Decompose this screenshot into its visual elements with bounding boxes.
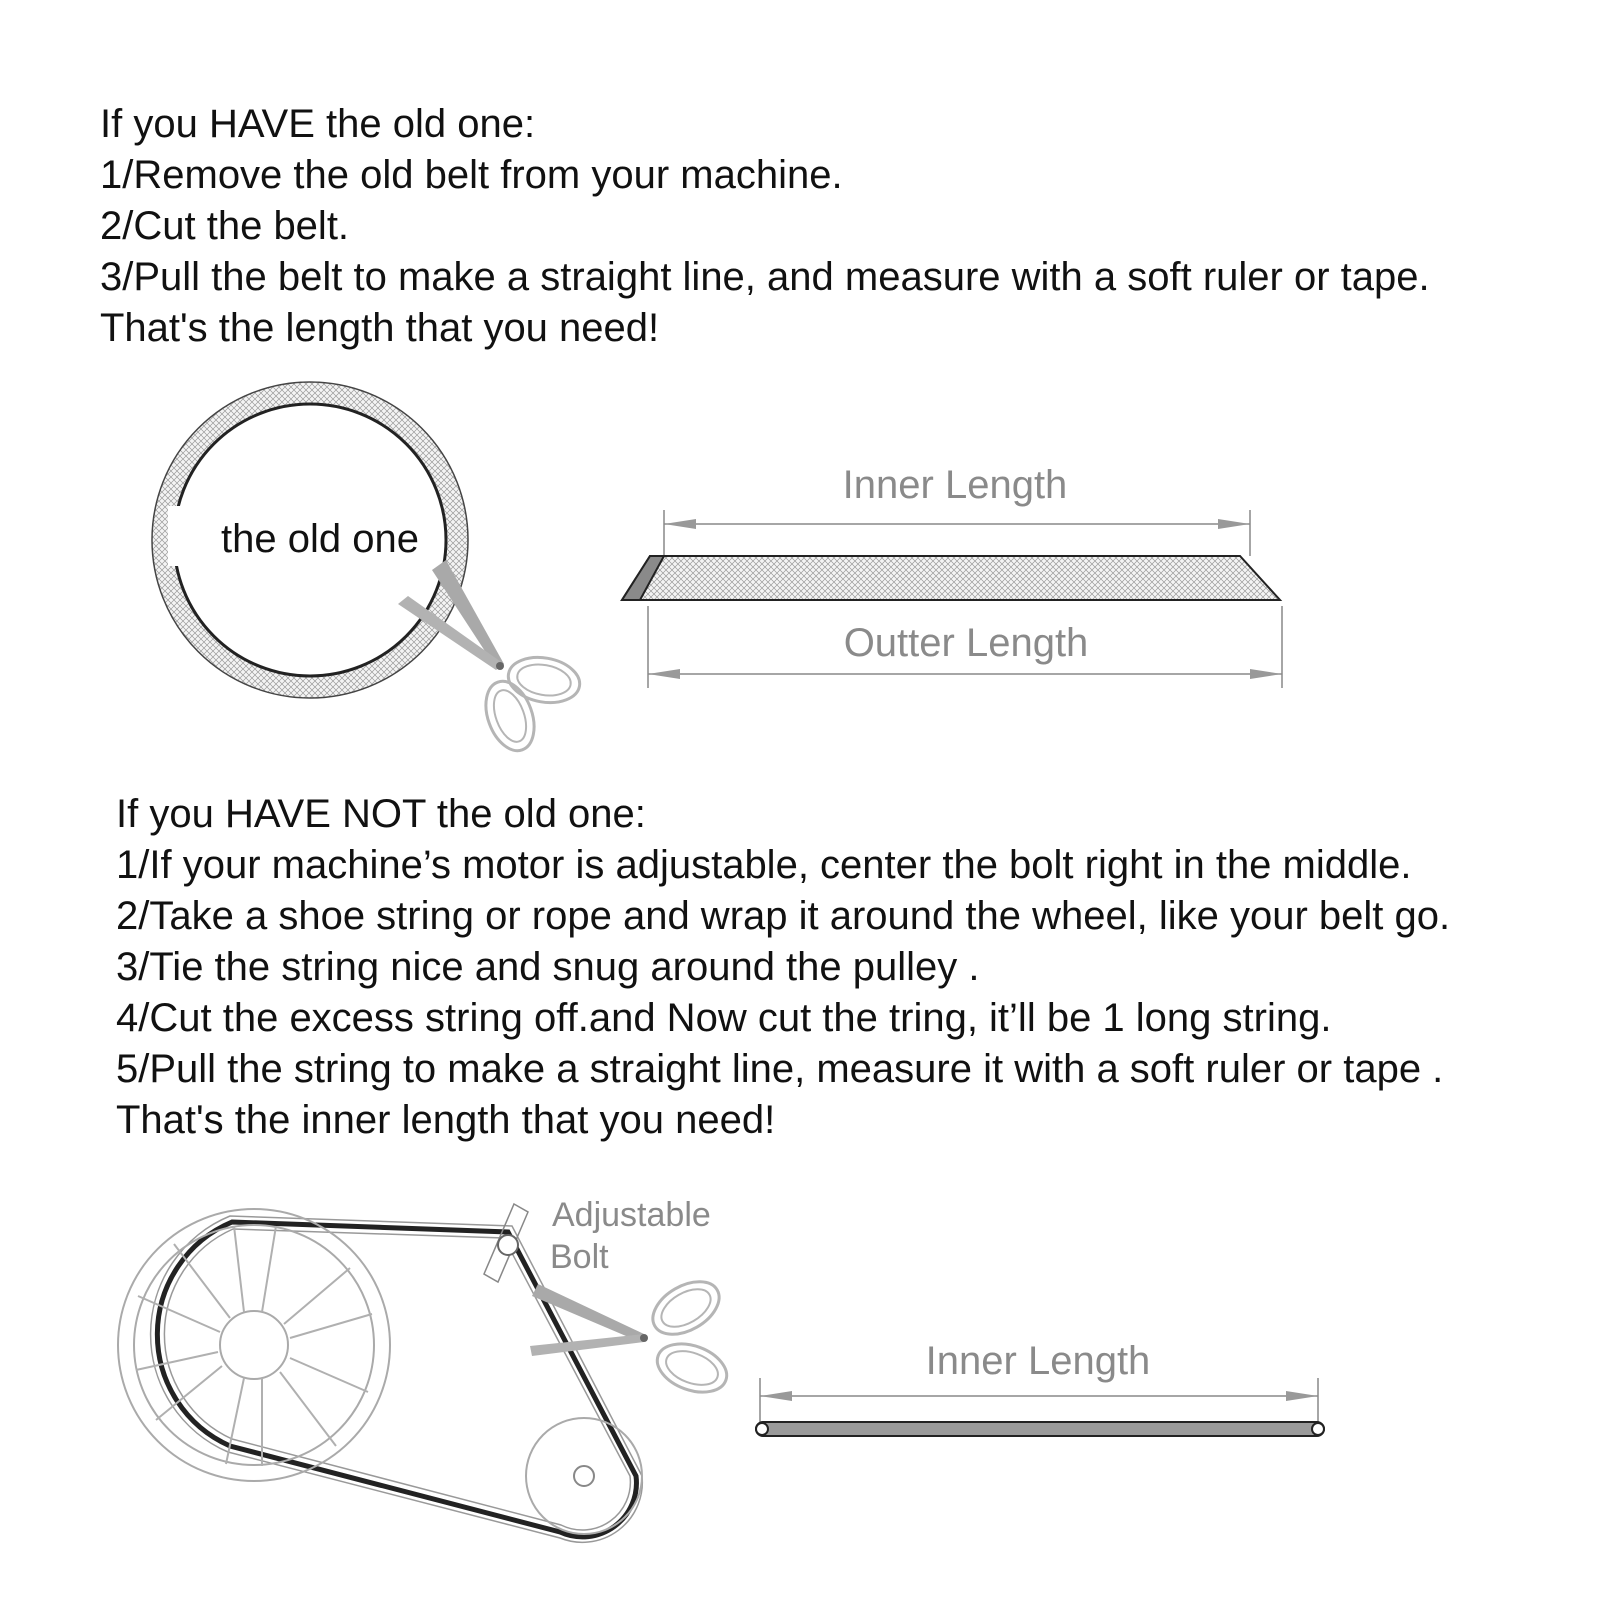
- belt-ring-icon: the old one: [151, 381, 469, 699]
- inner-length-label: Inner Length: [843, 463, 1068, 507]
- pulley-system-diagram: Adjustable Bolt: [117, 1196, 729, 1544]
- section1-step-2: 2/Cut the belt.: [100, 204, 350, 248]
- scissors-icon: [530, 1280, 729, 1394]
- section2-step-4: 4/Cut the excess string off.and Now cut …: [116, 996, 1332, 1040]
- old-one-label: the old one: [221, 517, 419, 561]
- section2-step-3: 3/Tie the string nice and snug around th…: [116, 945, 980, 989]
- section2-step-2: 2/Take a shoe string or rope and wrap it…: [116, 894, 1451, 938]
- outer-length-label: Outter Length: [844, 621, 1089, 665]
- large-wheel-icon: [117, 1208, 391, 1482]
- adjustable-bolt-icon: [483, 1202, 529, 1284]
- small-pulley-icon: [525, 1417, 643, 1535]
- section2-step-5: 5/Pull the string to make a straight lin…: [116, 1047, 1444, 1091]
- string-inner-length-dimension: Inner Length: [755, 1339, 1325, 1437]
- outer-length-dimension: Outter Length: [647, 606, 1283, 688]
- section2-heading: If you HAVE NOT the old one:: [116, 792, 646, 836]
- string-icon: [755, 1421, 1325, 1437]
- cut-belt-strip-icon: [620, 555, 1283, 601]
- section1-step-3: 3/Pull the belt to make a straight line,…: [100, 255, 1430, 299]
- scissors-icon: [398, 560, 582, 753]
- string-inner-length-label: Inner Length: [926, 1339, 1151, 1383]
- inner-length-dimension: Inner Length: [663, 463, 1251, 556]
- section2-step-1: 1/If your machine’s motor is adjustable,…: [116, 843, 1412, 887]
- section1-step-1: 1/Remove the old belt from your machine.: [100, 153, 843, 197]
- adjustable-bolt-label-line1: Adjustable: [552, 1196, 711, 1234]
- adjustable-bolt-label-line2: Bolt: [550, 1238, 609, 1276]
- section2-result: That's the inner length that you need!: [116, 1098, 776, 1142]
- section1-heading: If you HAVE the old one:: [100, 102, 536, 146]
- section1-result: That's the length that you need!: [100, 306, 660, 350]
